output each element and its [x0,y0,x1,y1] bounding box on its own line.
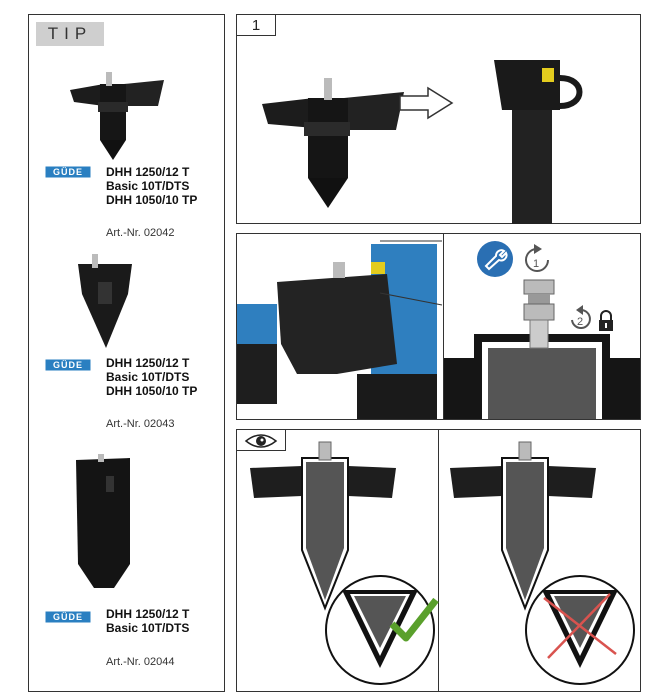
cross-splitter-image [70,72,164,160]
product-2-article: Art.-Nr. 02043 [106,418,175,430]
gude-logo-3: GÜDE [44,610,92,624]
bolt-detail-drawing [444,279,640,419]
cross-icon [543,593,617,659]
wrench-icon [477,241,513,277]
cross-splitter-step1-image [262,78,404,208]
divider-line [438,429,439,692]
gude-logo-1: GÜDE [44,165,92,179]
product-3-models: DHH 1250/12 T Basic 10T/DTS [106,607,190,635]
product-2-models: DHH 1250/12 T Basic 10T/DTS DHH 1050/10 … [106,356,198,398]
product-3-article: Art.-Nr. 02044 [106,656,175,668]
wedge-splitter-image [78,254,132,348]
tip-panel [28,14,225,692]
product-1-models: DHH 1250/12 T Basic 10T/DTS DHH 1050/10 … [106,165,198,207]
step-1-number: 1 [236,14,276,36]
correct-fit-drawing [250,441,435,685]
eye-icon [244,434,278,448]
arrow-right-icon [399,86,454,120]
box-splitter-image [76,454,130,588]
splitter-blade-closeup-image [494,60,583,224]
rotate-icon-1 [525,244,549,272]
lock-icon [599,310,613,331]
gude-logo-2: GÜDE [44,358,92,372]
rotation-label-1: 1 [533,258,540,270]
rotate-icon-2 [571,305,591,329]
tip-label: TIP [36,22,104,46]
rotation-label-2: 2 [577,316,584,328]
product-1-article: Art.-Nr. 02042 [106,227,175,239]
zoom-connector-lines [379,240,443,306]
splitter-mounted-photo [237,234,437,419]
wrong-fit-drawing [450,441,635,685]
check-icon [389,597,439,642]
